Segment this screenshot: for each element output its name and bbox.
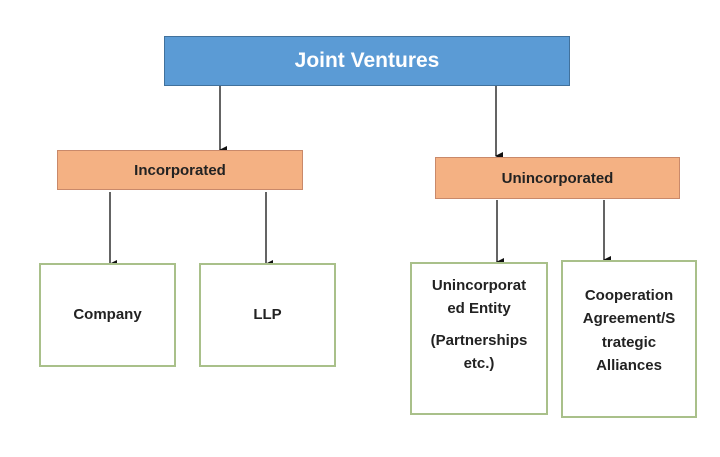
node-joint-ventures: Joint Ventures bbox=[164, 36, 570, 86]
node-company: Company bbox=[39, 263, 176, 367]
entity-line-1: Unincorporat bbox=[431, 277, 527, 294]
node-llp: LLP bbox=[199, 263, 336, 367]
node-unincorporated: Unincorporated bbox=[435, 157, 680, 199]
entity-line-4: etc.) bbox=[463, 354, 495, 372]
coop-line-4: Alliances bbox=[596, 356, 662, 374]
coop-line-1: Cooperation bbox=[584, 287, 674, 304]
coop-line-2: Agreement/S bbox=[582, 310, 676, 328]
node-llp-label: LLP bbox=[253, 306, 282, 324]
entity-line-2: ed Entity bbox=[447, 300, 511, 318]
node-unincorporated-entity: Unincorporat ed Entity (Partnerships etc… bbox=[410, 262, 548, 415]
entity-line-3: (Partnerships bbox=[430, 331, 528, 349]
coop-line-3: trategic bbox=[601, 333, 657, 351]
node-company-label: Company bbox=[73, 306, 142, 324]
node-incorporated: Incorporated bbox=[57, 150, 303, 190]
node-cooperation-agreement: Cooperation Agreement/S trategic Allianc… bbox=[561, 260, 697, 418]
